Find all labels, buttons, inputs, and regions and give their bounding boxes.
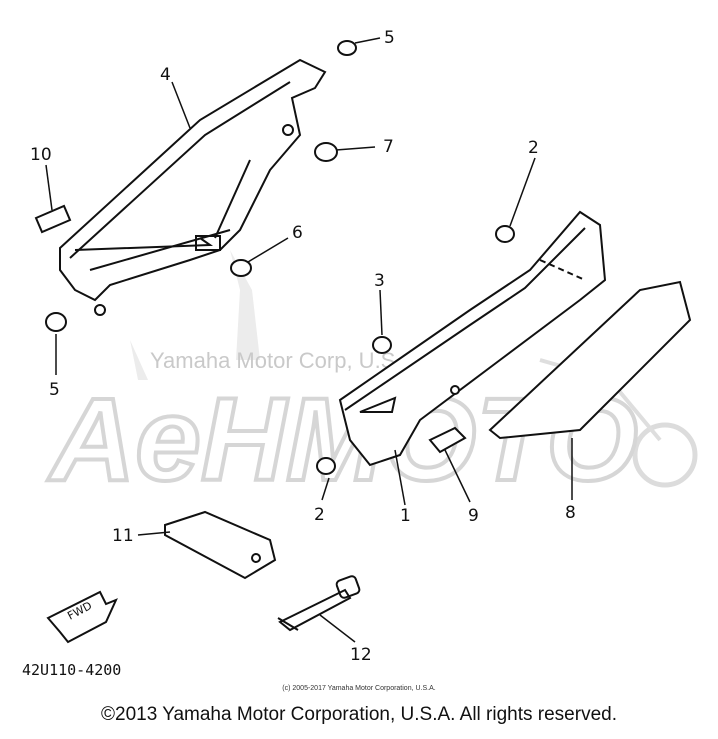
callout-9: 9 [468,506,479,526]
side-cover-hole [450,385,460,395]
callout-5-bottom: 5 [49,380,60,400]
part-12-strap [277,575,361,632]
grommet-2-top [495,225,515,243]
part-4-bracket [59,58,327,316]
grommet-5-top [337,40,357,56]
part-9-clip [428,426,467,454]
grommets [45,40,515,475]
watermark-spire-shape [230,250,260,360]
grommet-7 [314,142,338,162]
bracket-diagonal [214,159,251,239]
fwd-arrow: FWD [46,590,118,644]
bracket-lower-hole [94,304,106,316]
callout-4: 4 [160,65,171,85]
grommet-2-bottom [316,457,336,475]
callout-2-bottom: 2 [314,505,325,525]
bracket-inner-line [69,81,291,259]
callout-5-top: 5 [384,28,395,48]
callout-12: 12 [350,645,372,665]
callout-7: 7 [383,137,394,157]
watermark-small-spire [130,340,148,380]
part-1-side-cover [338,210,607,467]
grommet-3 [372,336,392,354]
bracket-cross-member [74,237,214,251]
callout-6: 6 [292,223,303,243]
side-cover-ridge [344,227,586,411]
part-8-panel [488,280,692,440]
bracket-hole [282,124,294,136]
bracket-mount-block [195,235,221,251]
grommet-5-bottom [45,312,67,332]
bracket-outline [59,58,327,302]
watermark-wheel-icon [632,422,698,488]
side-cover-slot [359,396,397,413]
callout-10: 10 [30,145,52,165]
copyright-notice: ©2013 Yamaha Motor Corporation, U.S.A. A… [101,704,617,725]
leader-lines [45,37,573,643]
callout-3: 3 [374,271,385,291]
callout-2-top: 2 [528,138,539,158]
part-code: 42U110-4200 [22,661,121,679]
part-10-tag [34,204,72,234]
grommet-6 [230,259,252,277]
callout-11: 11 [112,526,134,546]
callout-labels: 5 4 7 6 10 5 2 3 2 1 9 8 11 12 [30,28,576,665]
part-11-pad [164,510,277,580]
fwd-label: FWD [65,599,94,623]
callout-8: 8 [565,503,576,523]
side-cover-dashed-line [539,259,586,281]
small-copyright: (c) 2005-2017 Yamaha Motor Corporation, … [282,685,436,692]
callout-1: 1 [400,506,411,526]
